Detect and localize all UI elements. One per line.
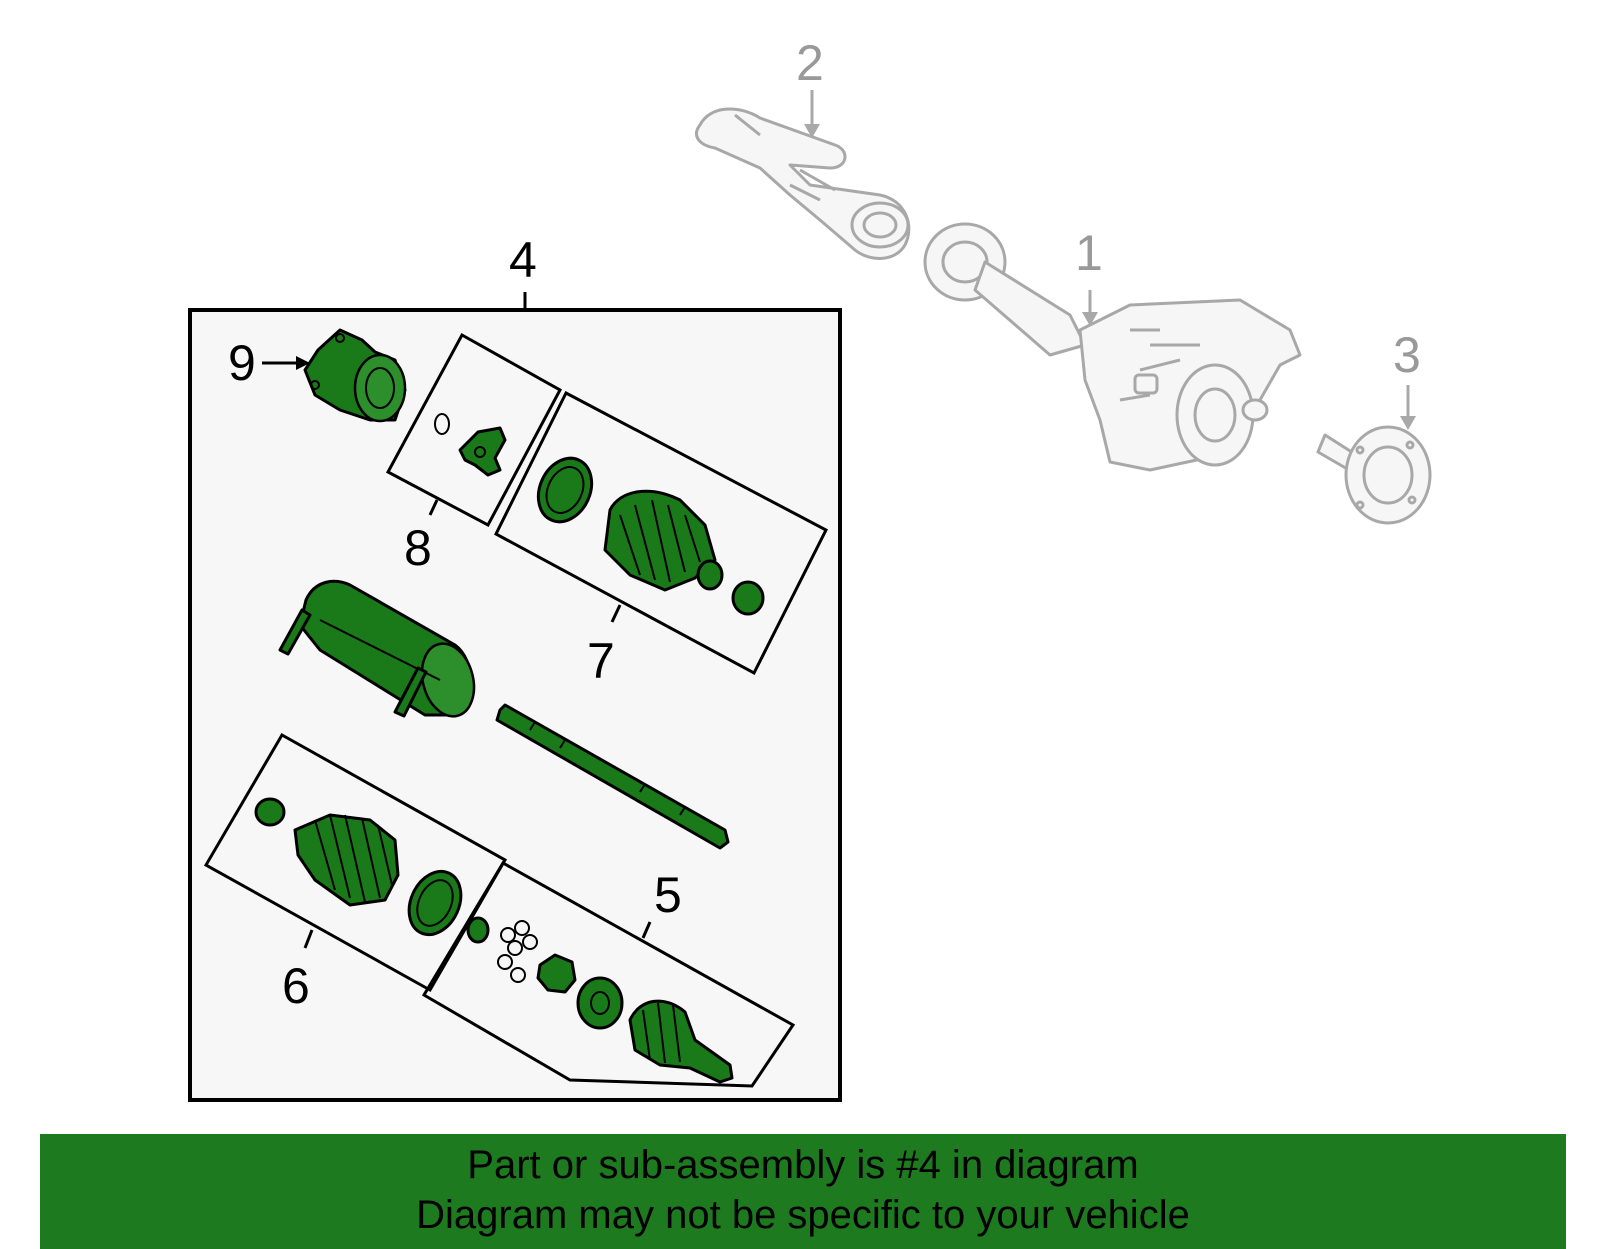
- kit-box-part-5: [421, 860, 796, 1088]
- callout-2-arrowhead: [804, 124, 820, 138]
- info-banner: Part or sub-assembly is #4 in diagram Di…: [40, 1134, 1566, 1249]
- banner-line-1: Part or sub-assembly is #4 in diagram: [467, 1143, 1139, 1187]
- callout-1: 1: [1075, 225, 1103, 281]
- callout-3: 3: [1393, 327, 1421, 383]
- housing-part-9: [303, 328, 407, 423]
- callout-8: 8: [404, 520, 432, 576]
- callout-9: 9: [228, 335, 256, 391]
- mount-bracket-part-2: [695, 107, 911, 260]
- callout-5-leader: [641, 921, 652, 939]
- callout-7: 7: [587, 633, 615, 689]
- cv-joint-kit-part-5: [466, 916, 734, 1084]
- callout-1-arrowhead: [1082, 312, 1098, 326]
- callout-2: 2: [796, 35, 824, 91]
- boot-kit-part-7: [536, 456, 765, 616]
- axle-shaft: [495, 703, 730, 850]
- kit-box-part-8: [385, 332, 563, 528]
- kit-box-part-7: [494, 390, 829, 676]
- kit-box-part-6: [203, 732, 508, 993]
- callout-6: 6: [282, 958, 310, 1014]
- callout-4: 4: [509, 232, 537, 288]
- callout-8-leader: [428, 499, 439, 516]
- callout-9-arrowhead: [296, 356, 310, 370]
- callout-5: 5: [654, 867, 682, 923]
- differential-part-1: [923, 222, 1302, 472]
- boot-kit-part-6: [254, 797, 463, 937]
- callout-6-leader: [303, 929, 314, 949]
- spider-part-8: [434, 413, 507, 477]
- banner-line-2: Diagram may not be specific to your vehi…: [416, 1193, 1190, 1237]
- heat-shield: [278, 579, 476, 718]
- callout-3-arrowhead: [1400, 416, 1416, 430]
- output-flange-part-3: [1316, 425, 1432, 525]
- callout-7-leader: [610, 604, 622, 623]
